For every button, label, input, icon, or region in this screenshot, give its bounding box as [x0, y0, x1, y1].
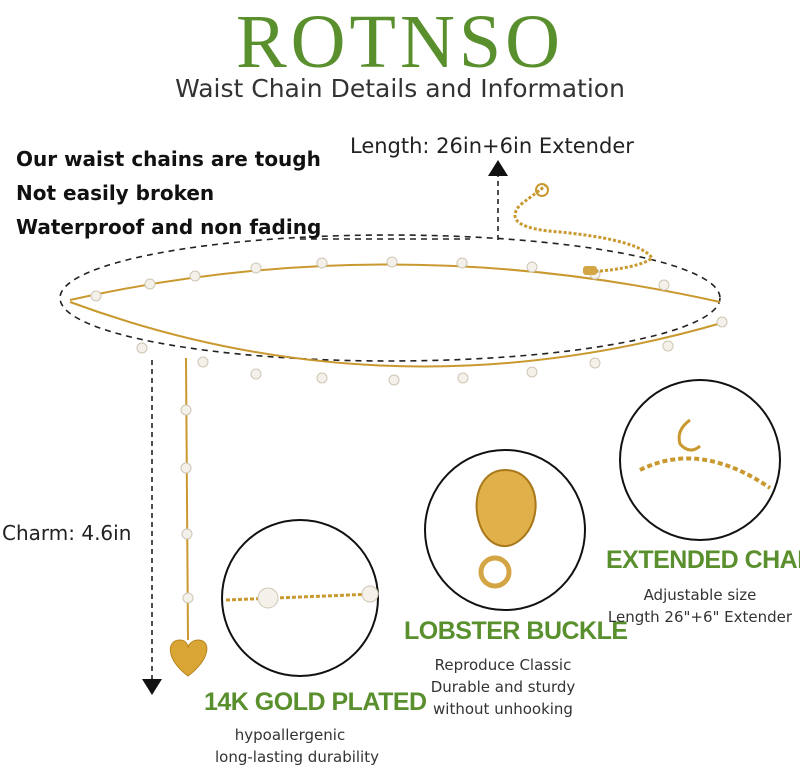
extender-ring: [535, 183, 549, 197]
feature-line: Durable and sturdy: [430, 678, 576, 696]
feature-line: hypoallergenic: [234, 726, 346, 744]
chain-lower-strand: [69, 301, 726, 368]
lobster-clasp-shape: [475, 468, 537, 548]
charm-length-label: Charm: 4.6in: [2, 521, 132, 545]
waist-dashed-outline: [59, 234, 721, 362]
page-subtitle: Waist Chain Details and Information: [175, 74, 625, 103]
feature-line: Length 26"+6" Extender: [607, 608, 793, 626]
charm-arrow-head: [142, 679, 162, 695]
claim-item: Waterproof and non fading: [16, 215, 322, 239]
extended-detail-hook: [677, 418, 702, 452]
gold-detail-pearl-2: [361, 585, 379, 603]
feature-line: long-lasting durability: [215, 748, 379, 766]
feature-line: Adjustable size: [643, 586, 757, 604]
length-label: Length: 26in+6in Extender: [350, 134, 634, 158]
claim-item: Our waist chains are tough: [16, 147, 321, 171]
heart-charm: [170, 639, 208, 677]
brand-logo: ROTNSO: [235, 0, 565, 84]
lobster-clasp-ring: [478, 555, 512, 589]
gold-detail-chain: [225, 592, 375, 602]
claim-item: Not easily broken: [16, 181, 215, 205]
feature-line: Reproduce Classic: [434, 656, 572, 674]
extended-chain-title: EXTENDED CHAIN: [606, 546, 800, 574]
feature-line: without unhooking: [433, 700, 573, 718]
extender-chain: [513, 184, 654, 274]
gold-detail-pearl: [257, 587, 279, 609]
lobster-buckle-title: LOBSTER BUCKLE: [404, 617, 628, 645]
chain-upper-strand: [69, 263, 721, 303]
charm-pearls: [180, 404, 194, 604]
extended-detail-circle: [619, 379, 781, 541]
extended-detail-chain: [639, 456, 772, 490]
durability-claims: Our waist chains are tough Not easily br…: [16, 142, 321, 244]
lobster-buckle-description: Reproduce Classic Durable and sturdy wit…: [418, 654, 588, 720]
length-arrow-head: [488, 160, 508, 176]
extended-chain-description: Adjustable size Length 26"+6" Extender: [605, 584, 795, 628]
pearls-lower: [136, 316, 728, 386]
extender-clasp: [583, 266, 597, 275]
gold-plated-title: 14K GOLD PLATED: [204, 688, 427, 716]
gold-plated-description: hypoallergenic long-lasting durability: [215, 724, 379, 768]
